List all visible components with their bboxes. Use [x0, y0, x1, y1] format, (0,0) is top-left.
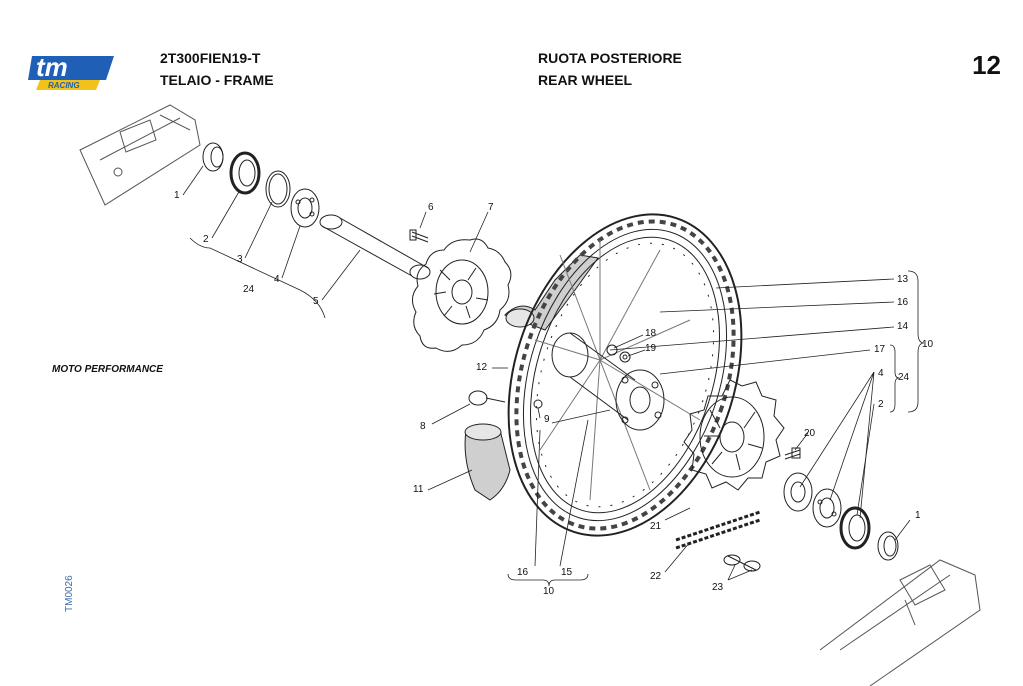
callout-18: 18 — [645, 328, 657, 339]
inner-tube — [464, 254, 599, 501]
callout-labels: 1 2 3 4 24 5 6 7 8 9 11 12 13 16 14 10 1… — [174, 190, 934, 597]
swingarm-right — [819, 559, 981, 686]
tm-racing-logo: tm RACING — [28, 52, 114, 90]
callout-4-right: 4 — [878, 368, 884, 379]
dust-seal-right — [839, 506, 871, 550]
callout-13: 13 — [897, 274, 909, 285]
callout-20: 20 — [804, 428, 816, 439]
callout-8: 8 — [420, 421, 426, 432]
callout-16: 16 — [897, 297, 909, 308]
hub — [551, 332, 665, 431]
model-code: 2T300FIEN19-T — [160, 50, 261, 66]
callout-24-right: 24 — [898, 372, 910, 383]
master-link — [723, 554, 761, 572]
tyre — [507, 213, 743, 537]
callout-7: 7 — [488, 202, 494, 213]
callout-6: 6 — [428, 202, 434, 213]
callout-10-bottom: 10 — [543, 586, 555, 597]
logo-sub: RACING — [48, 81, 80, 90]
callout-21: 21 — [650, 521, 662, 532]
callout-16-bottom: 16 — [517, 567, 529, 578]
sprocket-bolt — [784, 447, 801, 460]
section-title: TELAIO - FRAME — [160, 72, 274, 88]
callout-15: 15 — [561, 567, 573, 578]
spacer-left — [202, 142, 224, 172]
callout-14: 14 — [897, 321, 909, 332]
callout-12: 12 — [476, 362, 488, 373]
disc-bolt — [409, 229, 429, 243]
spokes — [534, 240, 701, 501]
rear-sprocket — [683, 379, 785, 491]
callout-1: 1 — [174, 190, 180, 201]
axle-spacer-tube — [319, 214, 431, 280]
callout-5: 5 — [313, 296, 319, 307]
callout-4: 4 — [274, 274, 280, 285]
callout-24: 24 — [243, 284, 255, 295]
bearing-right — [783, 472, 813, 512]
callout-10: 10 — [922, 339, 934, 350]
title-english: REAR WHEEL — [538, 72, 633, 88]
callout-2-right: 2 — [878, 399, 884, 410]
callout-3: 3 — [237, 254, 243, 265]
rim-lock — [468, 390, 506, 406]
hub-bolt — [606, 344, 631, 363]
callout-22: 22 — [650, 571, 662, 582]
circlip — [265, 170, 291, 208]
leader-lines — [182, 165, 925, 587]
chain — [675, 510, 761, 550]
dust-seal-left — [229, 151, 261, 195]
bearing-right-2 — [812, 488, 842, 528]
spoke-nipple — [533, 399, 543, 409]
callout-19: 19 — [645, 343, 657, 354]
bearing-left — [290, 188, 320, 228]
page-number: 12 — [972, 50, 1001, 80]
callout-17: 17 — [874, 344, 886, 355]
title-italian: RUOTA POSTERIORE — [538, 50, 682, 66]
callout-23: 23 — [712, 582, 724, 593]
spacer-right — [877, 531, 899, 561]
callout-9: 9 — [544, 414, 550, 425]
callout-2: 2 — [203, 234, 209, 245]
logo-brand: tm — [36, 52, 68, 82]
callout-11: 11 — [413, 484, 424, 495]
rim — [530, 236, 720, 514]
brake-disc — [412, 238, 512, 352]
swingarm-left — [79, 104, 201, 206]
callout-1-right: 1 — [915, 510, 921, 521]
watermark: MOTO PERFORMANCE — [52, 364, 163, 375]
